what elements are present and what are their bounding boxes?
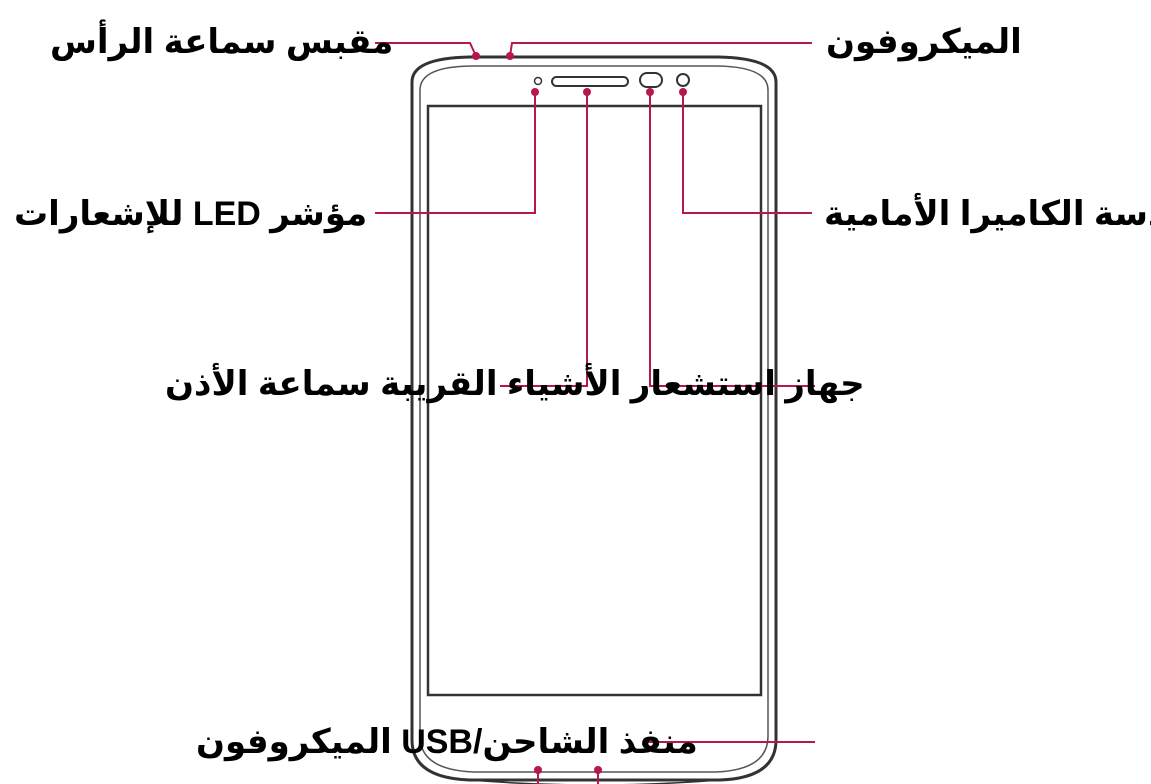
leader-lines: [375, 42, 815, 784]
led-indicator-dot: [533, 76, 543, 86]
proximity-sensor-window: [639, 72, 663, 88]
dot-led: [531, 88, 539, 96]
front-camera-lens: [676, 73, 690, 87]
label-notification-led: مؤشر LED للإشعارات: [14, 195, 368, 233]
dot-microphone-top: [506, 52, 514, 60]
dot-bottom-left: [534, 766, 542, 774]
label-charger-usb-microphone: منفذ الشاحن/USB الميكروفون: [196, 723, 698, 761]
label-proximity-earpiece: جهاز استشعار الأشياء القريبة سماعة الأذن: [165, 365, 865, 403]
phone-inner-bezel: [419, 65, 769, 773]
leader-earpiece: [500, 92, 588, 387]
leader-microphone-top: [509, 42, 812, 57]
label-front-camera: عدسة الكاميرا الأمامية: [824, 195, 1151, 233]
dot-earpiece: [583, 88, 591, 96]
leader-notification-led: [375, 92, 536, 214]
phone-screen: [426, 104, 763, 697]
dot-bottom-right: [594, 766, 602, 774]
leader-front-camera: [682, 92, 812, 214]
label-microphone-top: الميكروفون: [826, 23, 1022, 61]
bottom-edge-curve: [469, 779, 721, 784]
leader-dots: [472, 52, 687, 774]
phone-body-outline: [410, 55, 778, 782]
leader-headset-jack: [375, 42, 477, 57]
dot-headset-jack: [472, 52, 480, 60]
label-headset-jack: مقبس سماعة الرأس: [50, 23, 394, 61]
dot-proximity: [646, 88, 654, 96]
leader-proximity-sensor: [649, 92, 815, 387]
earpiece-slot: [551, 76, 629, 87]
dot-camera: [679, 88, 687, 96]
